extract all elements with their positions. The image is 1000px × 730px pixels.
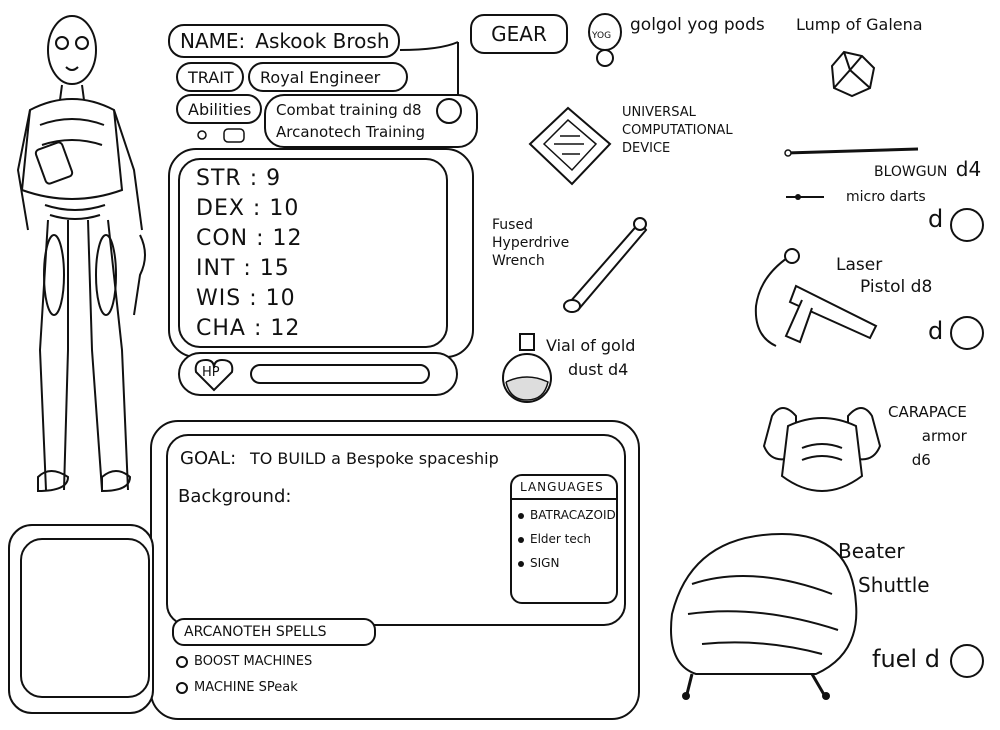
character-illustration [16,15,146,493]
galena-icon [830,50,876,98]
hp-bar: HP [178,352,458,396]
item-micro-darts[interactable]: micro darts [846,189,926,205]
spells-title-pill: ARCANOTEH SPELLS [172,618,376,646]
item-lump-of-galena[interactable]: Lump of Galena [796,15,923,34]
pods-icon-text: YOG [592,31,612,41]
goal-line: GOAL: TO BUILD a Bespoke spaceship [180,448,499,469]
abilities-label-pill: Abilities [176,94,262,124]
languages-divider [512,498,616,500]
gear-button[interactable]: GEAR [470,14,568,54]
blowgun-icon [784,147,919,157]
hp-label: HP [202,365,220,380]
spells-title: ARCANOTEH SPELLS [184,624,327,640]
ability-combat-training: Combat training d8 [276,101,422,119]
spell-icon [176,655,188,668]
darts-icon [786,194,824,200]
darts-die-slot[interactable] [950,208,984,242]
laser-die-slot[interactable] [950,316,984,350]
goal-panel: GOAL: TO BUILD a Bespoke spaceship Backg… [150,420,640,720]
trait-label: TRAIT [188,67,234,87]
language-item: BATRACAZOID [518,508,616,522]
stats-box: STR : 9 DEX : 10 CON : 12 INT : 15 WIS :… [178,158,448,348]
stat-con: CON : 12 [196,226,303,251]
wrench-icon [563,217,648,313]
stat-dex: DEX : 10 [196,196,300,221]
beater-shuttle-icon [670,532,858,700]
spell-machine-speak[interactable]: MACHINE SPeak [176,680,298,695]
languages-box: LANGUAGES BATRACAZOID Elder tech SIGN [510,474,618,604]
goal-box: GOAL: TO BUILD a Bespoke spaceship Backg… [166,434,626,626]
goal-text: TO BUILD a Bespoke spaceship [249,449,499,468]
vial-icon [502,333,552,403]
spell-icon [176,681,188,694]
stat-cha: CHA : 12 [196,316,301,341]
laser-pistol-icon [754,248,878,347]
stats-panel: STR : 9 DEX : 10 CON : 12 INT : 15 WIS :… [168,148,474,358]
stat-int: INT : 15 [196,256,290,281]
name-label: NAME: [180,29,246,53]
ability-icons [197,128,245,143]
gear-label: GEAR [491,22,547,46]
language-item: SIGN [518,556,559,570]
ucd-icon [528,106,612,186]
fuel-die-slot[interactable] [950,644,984,678]
item-blowgun[interactable]: BLOWGUN d4 [874,157,982,181]
stat-wis: WIS : 10 [196,286,296,311]
ability-die-slot[interactable] [436,98,462,124]
pods-icon [588,13,622,67]
fuel-label: fuel d [872,645,940,673]
darts-die-label: d [928,205,944,233]
language-item: Elder tech [518,532,591,546]
heart-icon [194,358,234,392]
gear-connector [399,41,459,102]
carapace-armor-icon [762,407,882,492]
ability-arcanotech-training: Arcanotech Training [276,123,426,141]
laser-die-label: d [928,317,944,345]
name-field[interactable]: NAME: Askook Brosh [168,24,400,58]
languages-title: LANGUAGES [520,480,604,494]
background-label: Background: [178,486,292,507]
item-golgol-yog-pods[interactable]: golgol yog pods [630,15,765,35]
trait-field[interactable]: Royal Engineer [248,62,408,92]
hp-track[interactable] [250,364,430,384]
portrait-box [20,538,150,698]
stat-str: STR : 9 [196,166,282,191]
spell-boost-machines[interactable]: BOOST MACHINES [176,654,312,669]
trait-label-pill: TRAIT [176,62,244,92]
trait-value: Royal Engineer [260,67,381,87]
abilities-label: Abilities [188,99,252,119]
name-value: Askook Brosh [255,29,390,53]
portrait-panel [8,524,154,714]
goal-label: GOAL: [180,448,237,469]
